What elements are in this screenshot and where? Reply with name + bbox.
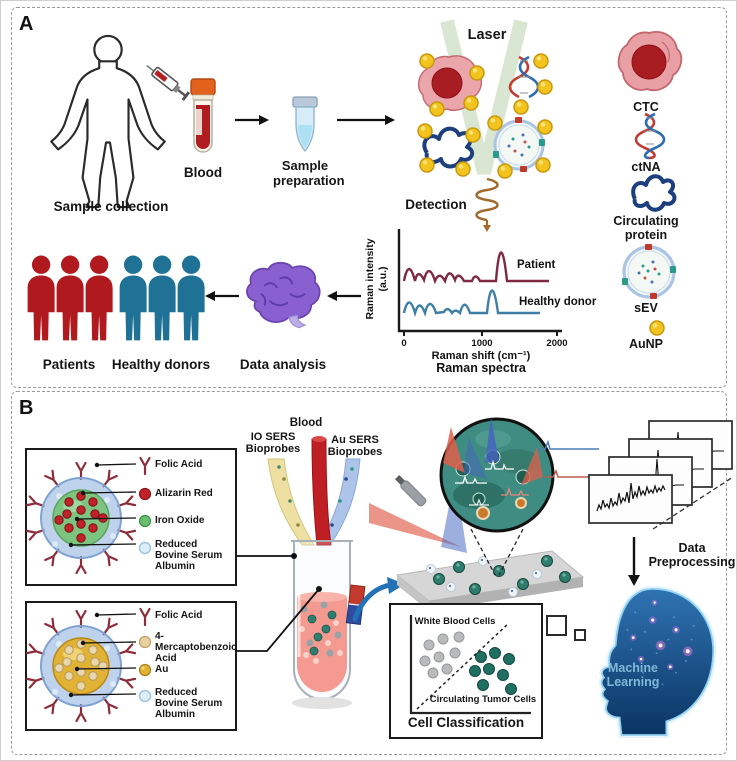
spectra-stack-icon <box>588 420 734 530</box>
au-folic-acid-label: Folic Acid <box>155 610 203 621</box>
cell-classification-title: Cell Classification <box>407 715 525 730</box>
healthy-donors-group-icon <box>119 255 205 341</box>
data-analysis-label: Data analysis <box>239 357 327 372</box>
raman-chart: Raman intensity (a.u.) 0 1000 2000 Raman… <box>364 229 597 375</box>
io-rbsa-label: Reduced Bovine Serum Albumin <box>155 539 223 573</box>
ctc-cell-icon <box>417 53 485 117</box>
alizarin-red-label: Alizarin Red <box>155 488 213 499</box>
classification-plot <box>409 615 531 715</box>
machine-learning-label: Machine Learning <box>606 661 660 689</box>
laser-label: Laser <box>467 27 507 43</box>
legend-ctc-label: CTC <box>633 100 659 114</box>
red-beam-icon <box>369 503 461 547</box>
sample-collection-label: Sample collection <box>53 199 169 214</box>
iron-oxide-label: Iron Oxide <box>155 515 205 526</box>
arrow-left-icon <box>205 291 239 301</box>
au-stream-label: Au SERS Bioprobes <box>327 434 383 459</box>
wbc-label: White Blood Cells <box>414 616 496 627</box>
au-probe-connector-line <box>237 586 322 652</box>
patient-trace-label: Patient <box>517 259 556 271</box>
io-stream-label: IO SERS Bioprobes <box>245 431 301 456</box>
blood-stream-icon <box>311 438 332 546</box>
au-probe-callout-lines <box>68 612 137 698</box>
down-arrow-icon <box>628 537 640 586</box>
chart-tick-0: 0 <box>401 338 406 349</box>
chart-tick-1000: 1000 <box>471 338 492 349</box>
au-probe-sphere-icon <box>25 609 137 723</box>
arrow-right-icon <box>337 115 395 125</box>
neural-glow-dots <box>629 599 693 671</box>
arrow-left-icon <box>327 291 361 301</box>
healthy-donors-label: Healthy donors <box>111 357 211 372</box>
mba-label: 4-Mercaptobenzoic Acid <box>155 631 237 665</box>
legend-sev-icon <box>622 244 676 299</box>
cell-chip-icon <box>395 550 585 611</box>
mba-symbol-icon <box>138 635 152 649</box>
panel-b-label: B <box>19 397 34 419</box>
arrow-right-icon <box>235 115 269 125</box>
patients-label: Patients <box>42 357 96 372</box>
io-folic-acid-label: Folic Acid <box>155 459 203 470</box>
machine-learning-head-icon <box>598 585 717 738</box>
blood-tube-icon <box>190 78 216 153</box>
patient-trace <box>402 251 549 285</box>
chart-ylabel-line1: Raman intensity <box>364 238 376 319</box>
folic-acid-symbol-icon <box>139 456 151 476</box>
square-marker-icon <box>546 615 567 636</box>
legend-ctna-label: ctNA <box>631 160 661 174</box>
io-probe-connector-line <box>237 553 297 559</box>
inset-projection-lines <box>470 528 524 576</box>
magnified-cell-inset <box>439 417 599 533</box>
human-body-icon <box>50 34 166 209</box>
folic-acid-symbol-icon <box>139 607 151 627</box>
au-label: Au <box>155 664 169 675</box>
alizarin-red-symbol-icon <box>138 487 152 501</box>
legend-protein-icon <box>631 174 677 212</box>
chart-caption: Raman spectra <box>436 361 527 375</box>
chart-tick-2000: 2000 <box>546 338 567 349</box>
legend-ctna-icon <box>634 112 666 160</box>
io-probe-callout-lines <box>68 462 137 548</box>
blood-stream-label: Blood <box>289 417 323 429</box>
ctc-cells-label: Circulating Tumor Cells <box>429 694 537 705</box>
blood-label: Blood <box>183 165 223 180</box>
rbsa-symbol-icon <box>138 689 152 703</box>
healthy-trace-label: Healthy donor <box>519 296 597 308</box>
data-preprocessing-label: Data Preprocessing <box>648 541 736 569</box>
rbsa-symbol-icon <box>138 541 152 555</box>
detection-label: Detection <box>405 197 467 212</box>
cell-classification-box <box>389 603 543 739</box>
legend-sev-label: sEV <box>634 301 658 315</box>
probe-pen-icon <box>394 474 427 507</box>
ctna-icon <box>508 53 553 115</box>
panel-a-label: A <box>19 13 34 35</box>
au-rbsa-label: Reduced Bovine Serum Albumin <box>155 687 223 721</box>
curved-arrow-icon <box>352 577 405 622</box>
sample-preparation-label: Sample preparation <box>273 158 345 188</box>
legend-protein-label: Circulating protein <box>613 214 679 242</box>
sev-icon <box>487 115 553 179</box>
red-cone-icon <box>443 427 465 473</box>
legend-aunp-icon <box>649 320 665 336</box>
red-cone-icon <box>521 447 543 485</box>
au-symbol-icon <box>138 663 152 677</box>
protein-icon <box>417 123 481 177</box>
brain-icon <box>246 261 321 329</box>
blue-beam-icon <box>441 475 467 553</box>
syringe-icon <box>146 64 191 101</box>
blue-cone-icon <box>463 437 487 479</box>
legend-aunp-label: AuNP <box>628 337 664 351</box>
chart-xlabel: Raman shift (cm⁻¹) <box>432 350 531 362</box>
square-marker-icon <box>574 629 586 641</box>
detection-coil-icon <box>475 177 499 232</box>
prep-tube-icon <box>292 96 318 153</box>
patients-group-icon <box>27 255 113 341</box>
iron-oxide-symbol-icon <box>138 514 152 528</box>
blue-cone-icon <box>485 417 499 463</box>
tube-assembly-icon <box>267 436 366 709</box>
chart-ylabel-line2: (a.u.) <box>377 266 389 291</box>
healthy-trace <box>402 289 540 318</box>
legend-ctc-icon <box>617 31 683 92</box>
